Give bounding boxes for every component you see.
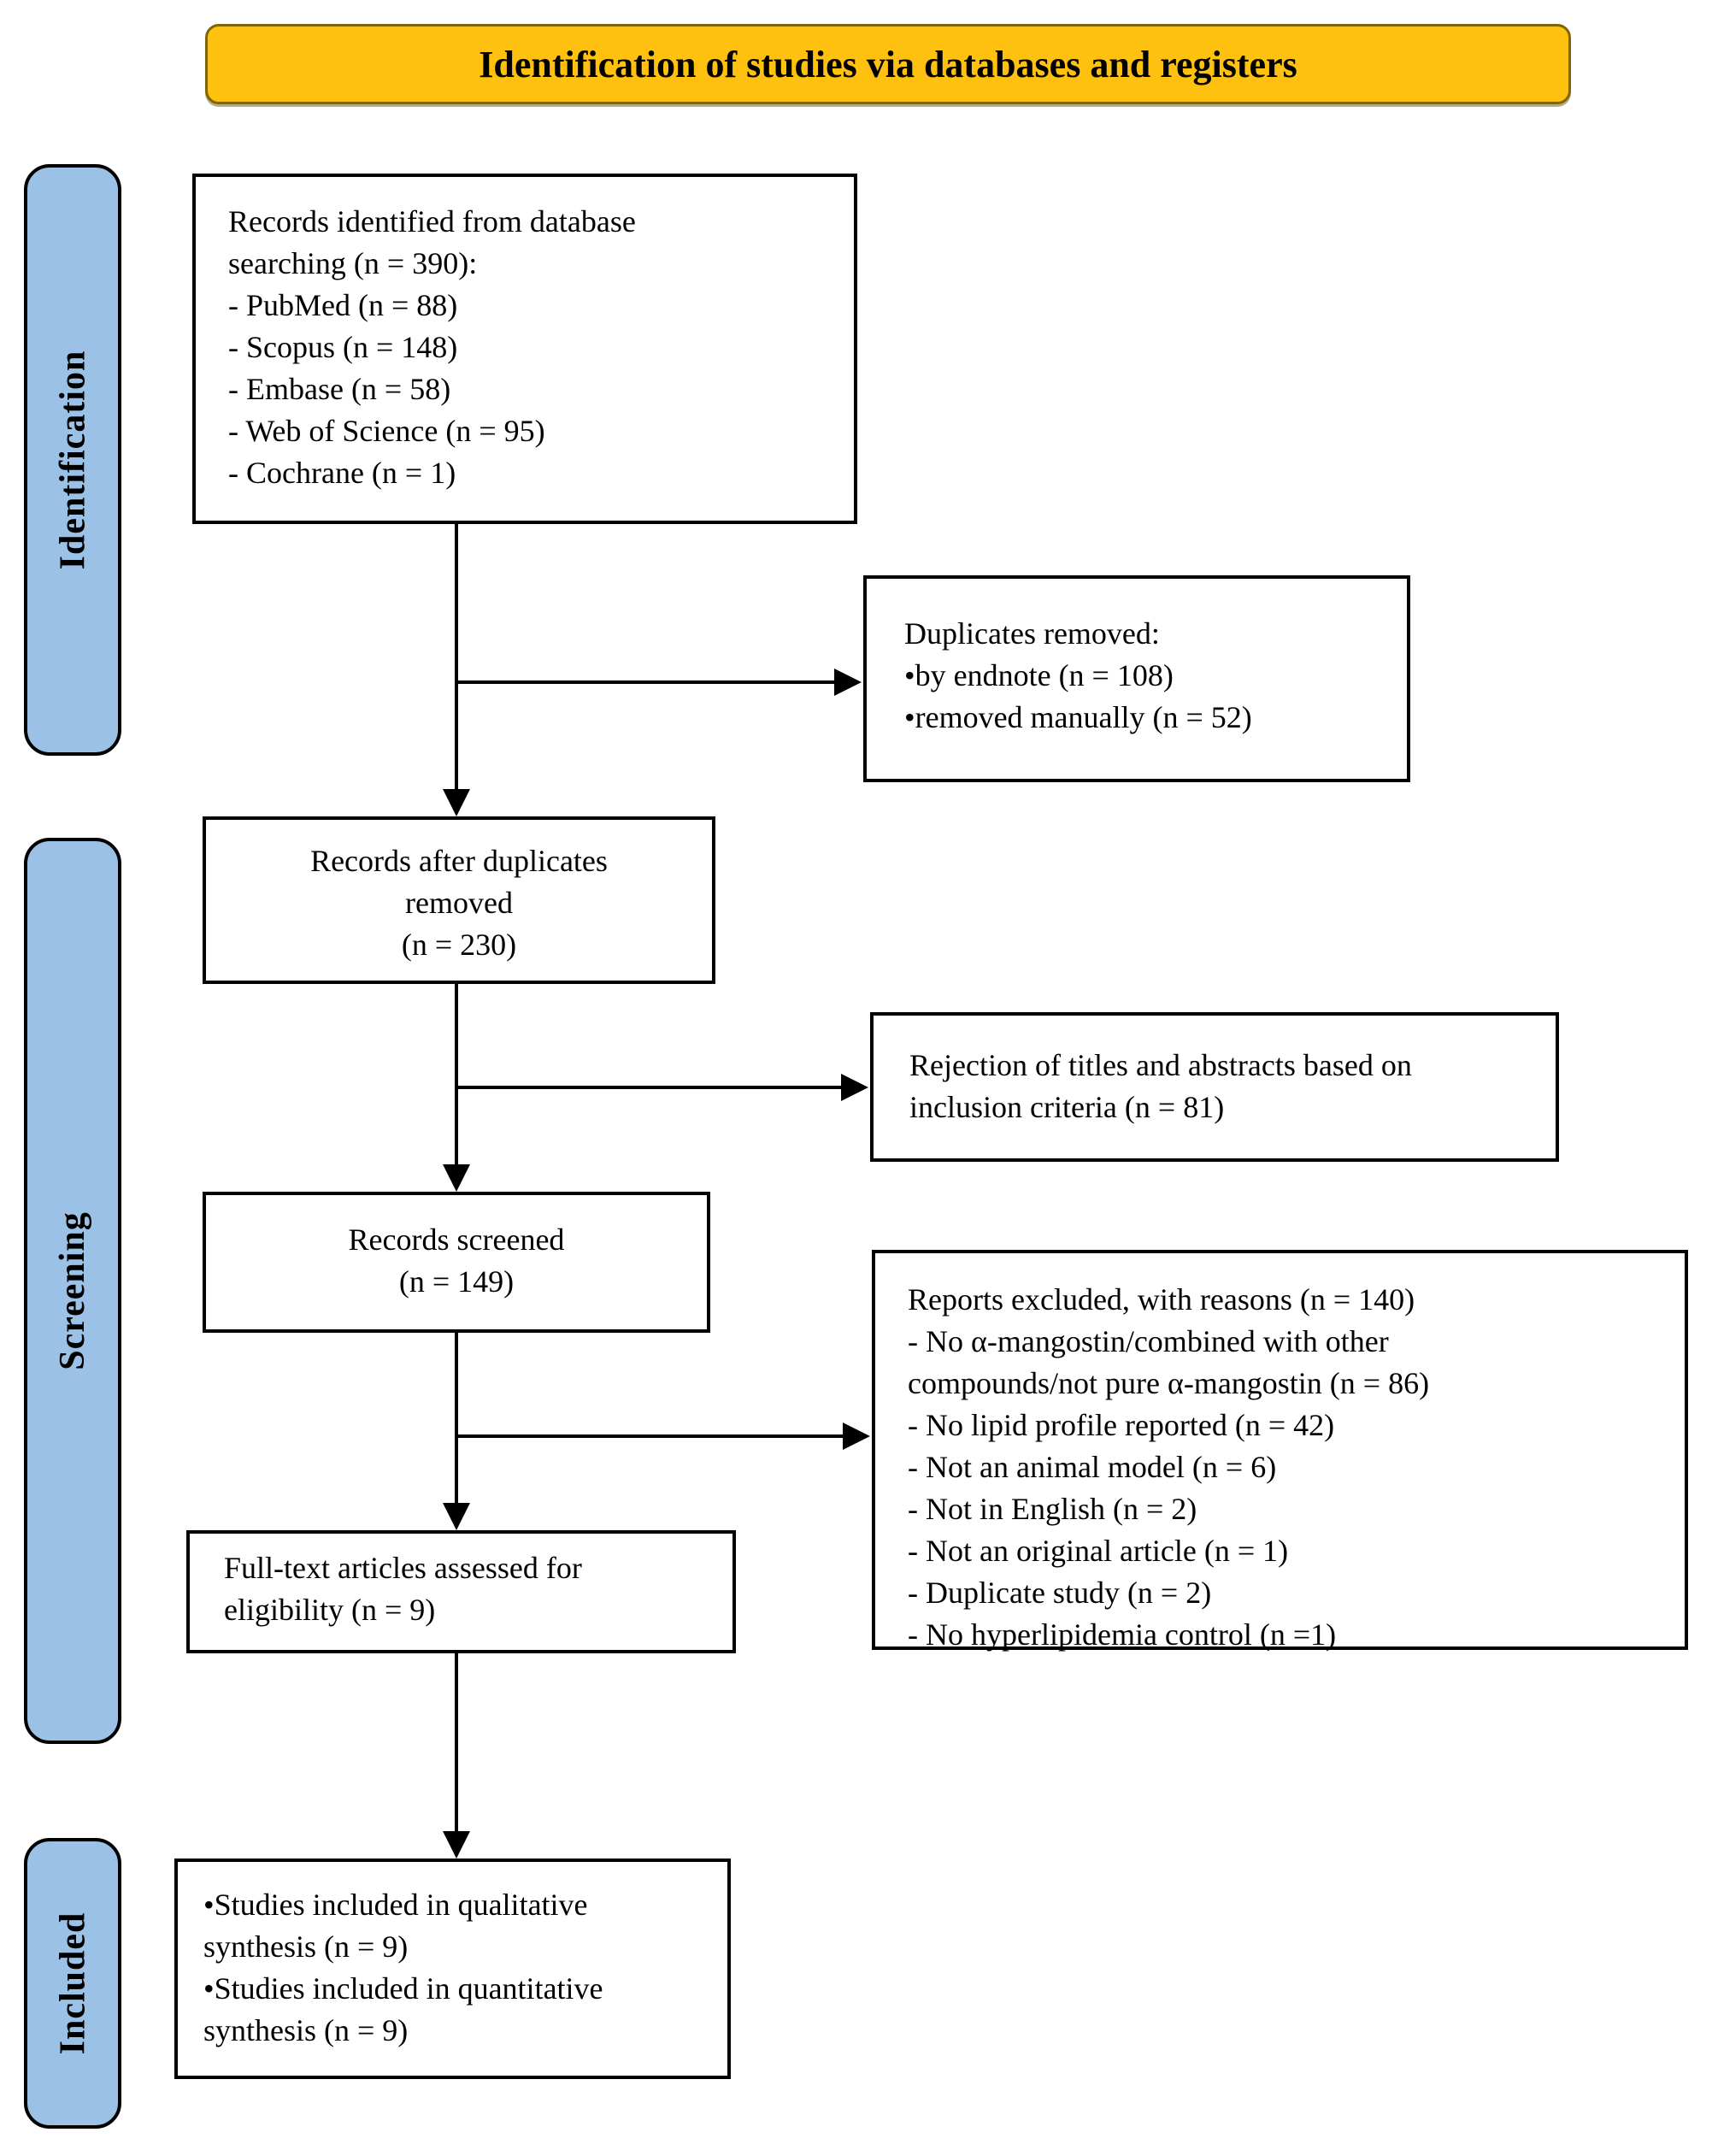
box-reports-excluded: Reports excluded, with reasons (n = 140)… [872, 1250, 1688, 1652]
stage-label-screening: Screening [53, 1211, 92, 1370]
stage-label-identification: Identification [53, 350, 93, 570]
title-banner: Identification of studies via databases … [205, 24, 1571, 104]
box-fulltext-assessed: Full-text articles assessed for eligibil… [186, 1530, 736, 1653]
arrowhead-right-rejection [841, 1074, 868, 1101]
arrowhead-down-screened [443, 1164, 470, 1192]
box-duplicates-removed: Duplicates removed: •by endnote (n = 108… [863, 575, 1410, 782]
stage-pill-screening: Screening [24, 838, 121, 1744]
stage-pill-identification: Identification [24, 164, 121, 756]
arrowhead-down-included [443, 1831, 470, 1859]
arrowhead-right-reports-excluded [843, 1423, 870, 1450]
arrowhead-down-fulltext [443, 1503, 470, 1530]
arrowhead-down-afterdup [443, 789, 470, 816]
box-records-identified: Records identified from database searchi… [192, 174, 857, 524]
title-banner-label: Identification of studies via databases … [479, 43, 1297, 85]
stage-label-included: Included [53, 1912, 93, 2055]
box-rejection-titles-abstracts: Rejection of titles and abstracts based … [870, 1012, 1559, 1162]
box-records-screened: Records screened (n = 149) [203, 1192, 710, 1333]
box-studies-included: •Studies included in qualitative synthes… [174, 1859, 731, 2079]
arrowhead-right-duplicates [834, 669, 862, 696]
stage-pill-included: Included [24, 1838, 121, 2129]
box-records-after-duplicates: Records after duplicates removed (n = 23… [203, 816, 715, 984]
